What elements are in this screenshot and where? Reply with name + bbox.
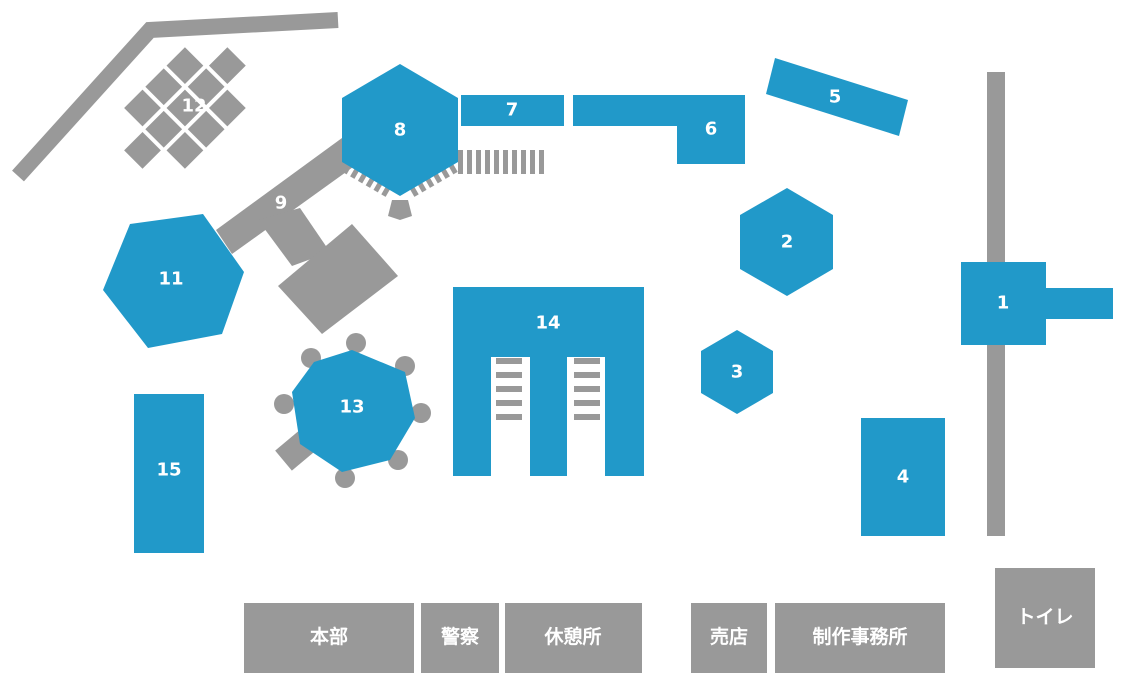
label-5: 5	[829, 87, 842, 108]
facility-honbu[interactable]	[244, 603, 414, 673]
label-toilet: トイレ	[1016, 606, 1073, 628]
label-8: 8	[394, 120, 407, 141]
area-13-seats	[274, 333, 431, 488]
label-4: 4	[897, 467, 910, 488]
facilities	[244, 568, 1095, 673]
label-keisatsu: 警察	[441, 625, 480, 648]
label-honbu: 本部	[310, 625, 348, 648]
area-11[interactable]	[103, 214, 244, 348]
label-7: 7	[506, 100, 519, 121]
label-9: 9	[275, 193, 288, 214]
area-9-block	[278, 224, 398, 334]
perimeter-wall	[12, 12, 339, 182]
label-1: 1	[997, 293, 1010, 314]
area-9-stem	[258, 208, 330, 266]
area-7[interactable]	[461, 95, 564, 126]
area-14-steps-right	[574, 358, 600, 420]
label-kyukeijo: 休憩所	[543, 625, 601, 648]
area-14-steps-left	[496, 358, 522, 420]
area-4[interactable]	[861, 418, 945, 536]
facility-kyukeijo[interactable]	[505, 603, 642, 673]
label-15: 15	[156, 460, 181, 481]
label-seisaku: 制作事務所	[812, 625, 907, 648]
area-5[interactable]	[766, 58, 908, 136]
label-12: 12	[181, 96, 206, 117]
blue-areas	[103, 58, 1113, 553]
area-14[interactable]	[453, 287, 644, 476]
area-8[interactable]	[342, 64, 458, 196]
facility-labels: 本部 警察 休憩所 売店 制作事務所 トイレ	[310, 606, 1074, 648]
facility-toilet[interactable]	[995, 568, 1095, 668]
label-baiten: 売店	[710, 625, 748, 648]
area-2[interactable]	[740, 188, 833, 296]
facility-keisatsu[interactable]	[421, 603, 499, 673]
label-14: 14	[535, 313, 560, 334]
area-9-corridor	[216, 138, 360, 254]
facility-seisaku[interactable]	[775, 603, 945, 673]
area-1[interactable]	[961, 262, 1113, 345]
facility-baiten[interactable]	[691, 603, 767, 673]
stairs-8-east	[458, 150, 544, 174]
area-labels: 1 2 3 4 5 6 7 8 9 11 12 13 14 15	[156, 87, 1009, 488]
label-11: 11	[158, 269, 183, 290]
area-13[interactable]	[292, 350, 415, 472]
label-3: 3	[731, 362, 744, 383]
label-2: 2	[781, 232, 794, 253]
label-6: 6	[705, 119, 718, 140]
label-13: 13	[339, 397, 364, 418]
area-15[interactable]	[134, 394, 204, 553]
area-3[interactable]	[701, 330, 773, 414]
area-6[interactable]	[573, 95, 745, 164]
